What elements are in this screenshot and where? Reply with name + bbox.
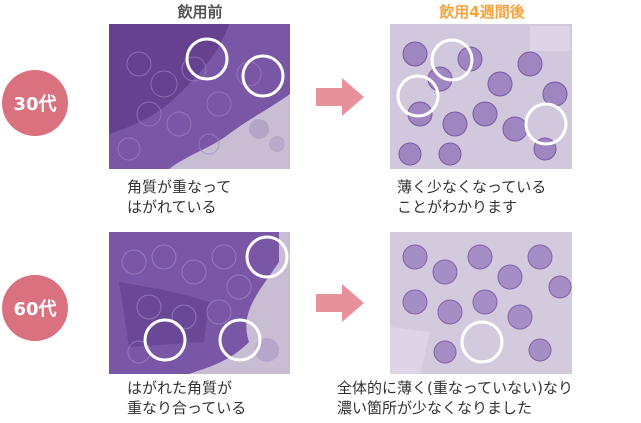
header-after: 飲用4週間後 bbox=[439, 3, 525, 21]
caption-60s-after: 全体的に薄く(重なっていない)なり 濃い箇所が少なくなりました bbox=[337, 379, 573, 417]
arrow-icon bbox=[316, 78, 364, 116]
arrow-icon bbox=[316, 284, 364, 322]
photo-60s-before bbox=[109, 232, 290, 374]
caption-30s-after: 薄く少なくなっている ことがわかります bbox=[397, 178, 547, 216]
caption-60s-before: はがれた角質が 重なり合っている bbox=[127, 379, 247, 417]
age-badge-30s: 30代 bbox=[2, 70, 68, 136]
photo-30s-before bbox=[109, 24, 290, 169]
age-badge-60s: 60代 bbox=[2, 275, 68, 341]
photo-60s-after bbox=[390, 232, 572, 374]
caption-30s-before: 角質が重なって はがれている bbox=[127, 178, 232, 216]
header-before: 飲用前 bbox=[177, 3, 223, 21]
photo-30s-after bbox=[390, 24, 572, 169]
